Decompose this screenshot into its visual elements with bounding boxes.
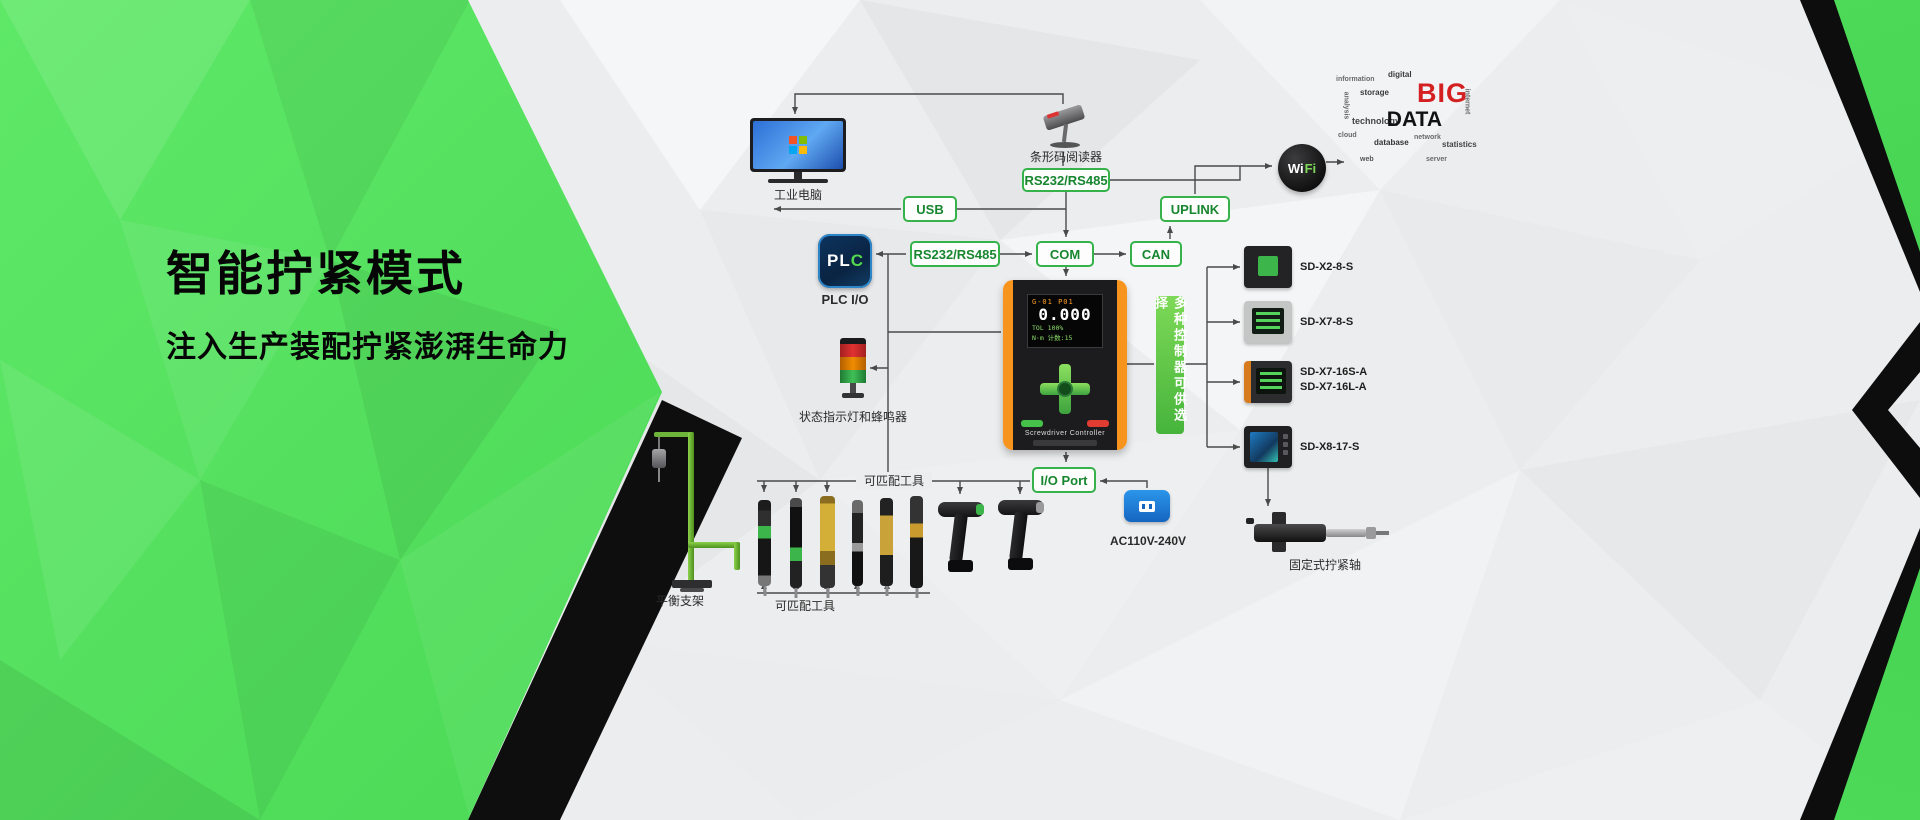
tool-screwdriver-1 [758, 500, 771, 586]
power-label: AC110V-240V [1109, 534, 1187, 548]
model-image-sd-x7-16 [1244, 361, 1292, 403]
model-label: SD-X7-8-S [1300, 316, 1354, 328]
power-adapter-icon [1124, 490, 1170, 522]
tool-screwdriver-4 [852, 500, 863, 586]
model-image-sd-x8 [1244, 426, 1292, 468]
wifi-text-wi: Wi [1287, 160, 1304, 176]
tool-pistol-drill-2 [998, 500, 1048, 578]
wordcloud-word: information [1336, 76, 1375, 83]
screen-row1: G-01 P01 [1032, 298, 1074, 306]
page-title: 智能拧紧模式 [166, 247, 466, 300]
barcode-reader-icon [1038, 104, 1092, 152]
wordcloud-word: statistics [1442, 140, 1477, 149]
wordcloud-word: digital [1388, 70, 1412, 79]
status-light-label: 状态指示灯和蜂鸣器 [798, 410, 907, 424]
tower-pole [850, 383, 856, 393]
model-image-sd-x2 [1244, 246, 1292, 288]
monitor-stand [794, 172, 802, 179]
bigdata-word-big: BIG [1416, 78, 1468, 108]
bigdata-word-data: DATA [1386, 108, 1442, 131]
big-data-wordcloud: information storage analysis technology … [1330, 68, 1482, 176]
monitor-base [768, 179, 828, 183]
tools-label-top: 可匹配工具 [856, 472, 932, 489]
tool-pistol-drill-1 [938, 502, 988, 577]
tower-orange-light [840, 357, 866, 370]
port-box-io: I/O Port [1032, 467, 1096, 493]
model-label: SD-X8-17-S [1300, 441, 1360, 453]
model-label: SD-X7-16S-A [1300, 366, 1368, 378]
tool-screwdriver-2 [790, 498, 802, 588]
wifi-icon: Wi Fi [1278, 144, 1326, 192]
hero-text-block: 智能拧紧模式 注入生产装配拧紧澎湃生命力 [166, 248, 569, 366]
model-label: SD-X2-8-S [1300, 261, 1354, 273]
wordcloud-word: network [1414, 134, 1441, 141]
wordcloud-word: analysis [1342, 91, 1350, 120]
tools-label-bottom: 可匹配工具 [774, 599, 835, 613]
screwdriver-controller-device: G-01 P01 0.000 TOL 100% N·m 计数:15 Screwd… [1003, 280, 1127, 450]
wordcloud-word: web [1360, 156, 1374, 163]
wordcloud-word: cloud [1338, 132, 1357, 139]
wifi-text-fi: Fi [1304, 160, 1317, 176]
fixed-axis-label: 固定式拧紧轴 [1288, 558, 1361, 572]
monitor-screen [753, 121, 843, 169]
port-box-uplink: UPLINK [1160, 196, 1230, 222]
poly-texture-green [0, 0, 660, 820]
plc-icon: PL C [818, 234, 872, 288]
plc-text: PL [826, 251, 851, 270]
industrial-pc-label: 工业电脑 [773, 188, 822, 202]
windows-logo-icon [789, 136, 807, 154]
controller-selector-label: 多种控制器可供选择 [1153, 296, 1187, 434]
wordcloud-word: server [1426, 156, 1448, 163]
page-subtitle: 注入生产装配拧紧澎湃生命力 [166, 330, 569, 364]
port-box-com: COM [1036, 241, 1094, 267]
tower-red-light [840, 344, 866, 357]
controller-red-button [1087, 420, 1109, 427]
balance-stand-label: 平衡支架 [655, 594, 704, 608]
status-light-tower-icon [840, 338, 866, 398]
monitor-frame [750, 118, 846, 172]
wordcloud-word: technology [1352, 116, 1401, 126]
wordcloud-word: database [1374, 138, 1409, 147]
controller-dpad [1040, 364, 1090, 414]
tower-green-light [840, 370, 866, 383]
tower-cap [840, 338, 866, 344]
controller-screen: G-01 P01 0.000 TOL 100% N·m 计数:15 [1027, 294, 1103, 348]
fixed-axis-icon [1246, 510, 1396, 554]
port-box-can: CAN [1130, 241, 1182, 267]
balance-stand-icon [636, 424, 748, 596]
controller-caption: Screwdriver Controller [1024, 430, 1106, 437]
scanner-stand [1061, 123, 1069, 143]
port-box-rs232: RS232/RS485 [910, 241, 1000, 267]
screen-row3: TOL 100% [1032, 324, 1064, 332]
socket-icon [1139, 500, 1155, 512]
tower-base [842, 393, 864, 398]
scanner-base [1050, 142, 1080, 148]
plc-text-accent: C [850, 251, 863, 270]
model-label: SD-X7-16L-A [1300, 381, 1367, 393]
model-image-sd-x7-8 [1244, 301, 1292, 343]
wordcloud-word: storage [1360, 88, 1389, 97]
barcode-reader-label: 条形码阅读器 [1029, 150, 1102, 164]
tool-screwdriver-6 [910, 496, 923, 588]
controller-green-button [1021, 420, 1043, 427]
port-box-usb: USB [903, 196, 957, 222]
wires [757, 93, 1344, 594]
tool-screwdriver-3 [820, 496, 835, 588]
screen-row4: N·m 计数:15 [1032, 334, 1073, 342]
screen-value: 0.000 [1038, 305, 1092, 324]
plc-label: PLC I/O [821, 292, 869, 307]
tool-screwdriver-5 [880, 498, 893, 586]
port-box-barcode-rs232: RS232/RS485 [1022, 168, 1110, 192]
controller-connector-strip [1033, 440, 1097, 446]
industrial-pc-icon [750, 118, 846, 184]
